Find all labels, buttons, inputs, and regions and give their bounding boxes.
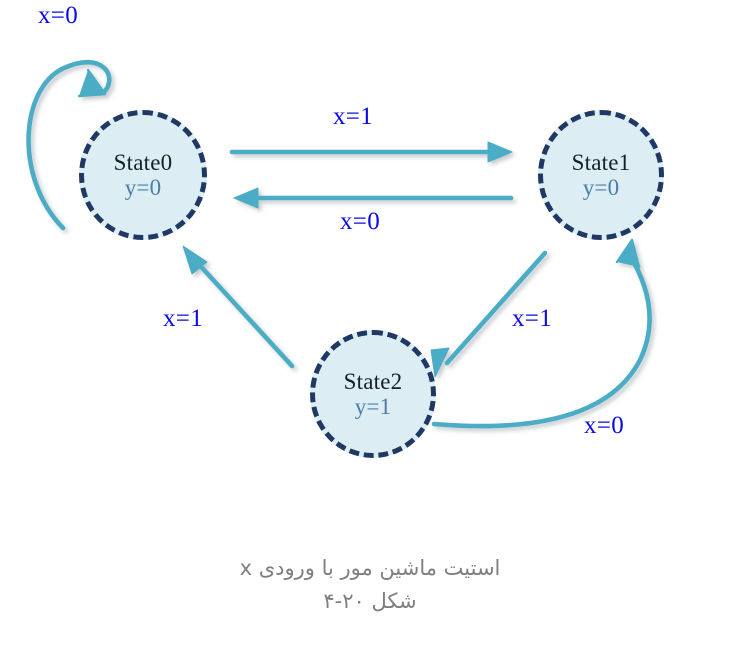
state-node-state1-name: State1 <box>571 149 631 175</box>
transition-arrowhead-state2-to-state0 <box>182 245 208 275</box>
state-node-state0-output: y=0 <box>124 174 162 200</box>
transition-arrowhead-state0-to-state1 <box>487 141 513 163</box>
state-node-state1-output: y=0 <box>582 174 620 200</box>
transition-arrowhead-state0-self <box>77 68 107 98</box>
figure-caption-line-2: شکل ۲۰-۴ <box>323 588 417 613</box>
transition-arrow-state0-self <box>26 59 112 231</box>
transition-label-state0-self: x=0 <box>38 2 78 29</box>
transition-label-state2-to-state1: x=0 <box>584 412 624 439</box>
figure-caption: استیت ماشین مور با ورودی x شکل ۲۰-۴ <box>0 552 740 617</box>
transition-arrow-state2-to-state0 <box>191 256 295 369</box>
state-node-state1[interactable]: State1 y=0 <box>538 110 664 240</box>
transition-arrowhead-state1-to-state2 <box>430 347 450 378</box>
transition-arrowhead-state2-to-state1 <box>615 238 641 269</box>
state-node-state2-output: y=1 <box>354 393 392 419</box>
transition-label-state1-to-state0: x=0 <box>340 208 380 235</box>
transition-arrow-state2-to-state1 <box>431 251 652 429</box>
figure-caption-line-1: استیت ماشین مور با ورودی x <box>239 556 501 580</box>
state-node-state0-name: State0 <box>113 149 173 175</box>
state-node-state0[interactable]: State0 y=0 <box>79 110 207 240</box>
transition-label-state0-to-state1: x=1 <box>333 103 373 130</box>
transition-label-state2-to-state0: x=1 <box>163 305 203 332</box>
state-node-state2[interactable]: State2 y=1 <box>310 330 436 458</box>
transition-arrowhead-state1-to-state0 <box>233 187 259 209</box>
transition-arrow-state1-to-state2 <box>444 250 548 366</box>
transition-label-state1-to-state2: x=1 <box>512 305 552 332</box>
state-node-state2-name: State2 <box>343 368 403 394</box>
